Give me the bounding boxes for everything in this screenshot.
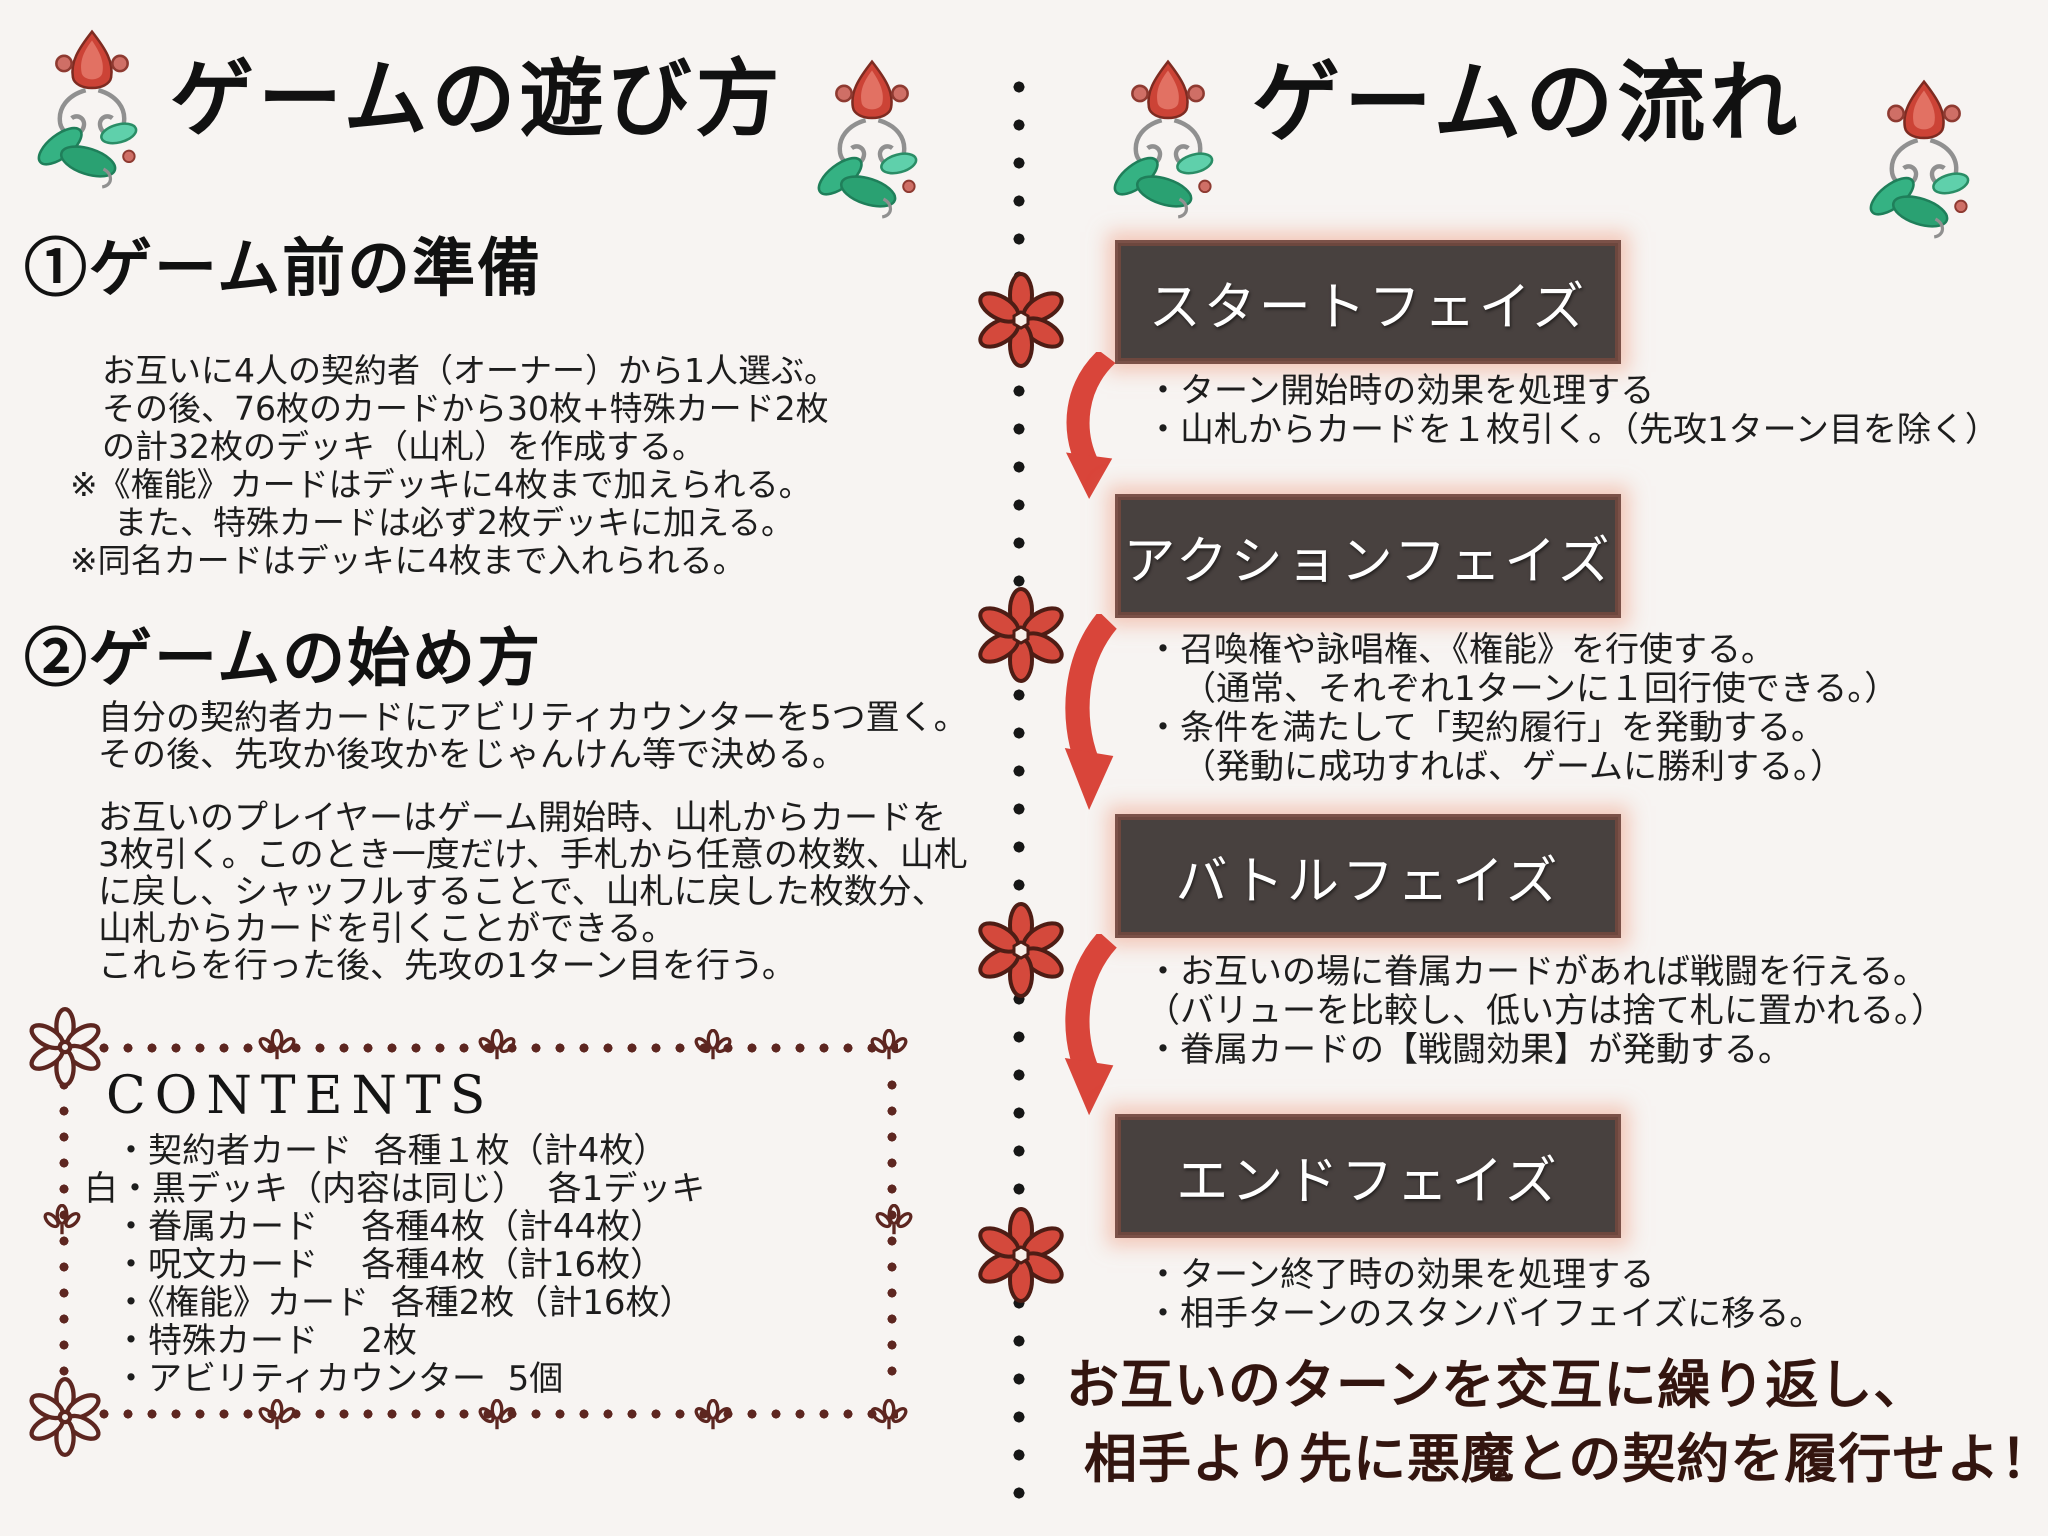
start-line: に戻し、シャッフルすることで、山札に戻した枚数分、 (98, 872, 946, 912)
prep-note-line: ※同名カードはデッキに4枚まで入れられる。 (70, 541, 746, 580)
contents-border-right (886, 1072, 898, 1390)
footer-call: お互いのターンを交互に繰り返し、 相手より先に悪魔との契約を履行せよ！ (1066, 1348, 2048, 1496)
phase-bullet: ・山札からカードを１枚引く。（先攻1ターン目を除く） (1146, 410, 1999, 450)
footer-line: お互いのターンを交互に繰り返し、 (1066, 1354, 1928, 1416)
phase-box-end: エンドフェイズ (1118, 1117, 1618, 1235)
arrow-down-icon (1064, 934, 1118, 1116)
phase-box-battle: バトルフェイズ (1118, 817, 1618, 935)
section-start-heading: ②ゲームの始め方 (24, 621, 543, 695)
sprig-icon (258, 1029, 296, 1063)
sprig-icon (258, 1399, 296, 1433)
phase-bullet: （通常、それぞれ1ターンに１回行使できる。） (1182, 669, 1899, 709)
sprig-icon (478, 1029, 516, 1063)
contents-border-left (58, 1072, 70, 1390)
contents-item: ・眷属カード 各種4枚（計44枚） (114, 1207, 665, 1247)
floral-ornament-icon (1098, 52, 1238, 224)
red-flower-icon (971, 1205, 1071, 1305)
prep-paragraph: お互いに4人の契約者（オーナー）から1人選ぶ。 その後、76枚のカードから30枚… (70, 352, 837, 580)
sprig-icon (870, 1029, 908, 1063)
floral-ornament-icon (1854, 72, 1994, 244)
left-page-title: ゲームの遊び方 (170, 49, 784, 148)
contents-item: ・呪文カード 各種4枚（計16枚） (114, 1245, 665, 1285)
sprig-icon (694, 1399, 732, 1433)
dotted-divider (1012, 68, 1026, 1518)
phase-bullet: （バリューを比較し、低い方は捨て札に置かれる。） (1146, 991, 1945, 1031)
contents-title: CONTENTS (106, 1066, 495, 1126)
phase-bullet: ・ターン終了時の効果を処理する (1146, 1255, 1655, 1295)
phase-bullet: ・召喚権や詠唱権、《権能》を行使する。 (1146, 630, 1775, 670)
sprig-icon (694, 1029, 732, 1063)
contents-item: ・契約者カード 各種１枚（計4枚） (114, 1131, 668, 1171)
start-line: その後、先攻か後攻かをじゃんけん等で決める。 (98, 735, 846, 775)
arrow-down-icon (1064, 614, 1118, 810)
phase-bullet: ・お互いの場に眷属カードがあれば戦闘を行える。 (1146, 952, 1927, 992)
contents-item: ・特殊カード 2枚 (114, 1321, 417, 1361)
contents-box: CONTENTS ・契約者カード 各種１枚（計4枚） 白・黒デッキ（内容は同じ）… (58, 1042, 898, 1420)
prep-line: の計32枚のデッキ（山札）を作成する。 (102, 427, 705, 466)
prep-line: お互いに4人の契約者（オーナー）から1人選ぶ。 (102, 351, 837, 390)
phase-name: バトルフェイズ (1175, 851, 1561, 912)
start-line: 山札からカードを引くことができる。 (98, 909, 676, 949)
prep-note-line: また、特殊カードは必ず2枚デッキに加える。 (114, 503, 795, 542)
phase-bullet: （発動に成功すれば、ゲームに勝利する。） (1182, 747, 1844, 787)
phase-bullet: ・相手ターンのスタンバイフェイズに移る。 (1146, 1294, 1824, 1334)
start-line: 自分の契約者カードにアビリティカウンターを5つ置く。 (98, 698, 968, 738)
contents-item: 白・黒デッキ（内容は同じ） 各1デッキ (84, 1169, 706, 1209)
footer-line: 相手より先に悪魔との契約を履行せよ！ (1084, 1428, 2048, 1490)
phase-name: アクションフェイズ (1123, 531, 1613, 592)
phase-battle-bullets: ・お互いの場に眷属カードがあれば戦闘を行える。 （バリューを比較し、低い方は捨て… (1146, 953, 1945, 1070)
phase-name: スタートフェイズ (1148, 277, 1588, 338)
sprig-icon (478, 1399, 516, 1433)
phase-end-bullets: ・ターン終了時の効果を処理する ・相手ターンのスタンバイフェイズに移る。 (1146, 1256, 1823, 1334)
contents-list: ・契約者カード 各種１枚（計4枚） 白・黒デッキ（内容は同じ） 各1デッキ ・眷… (84, 1132, 705, 1398)
corner-flower-icon (22, 1004, 108, 1090)
phase-bullet: ・眷属カードの【戦闘効果】が発動する。 (1146, 1030, 1792, 1070)
section-prep-heading: ①ゲーム前の準備 (24, 231, 543, 305)
phase-bullet: ・条件を満たして「契約履行」を発動する。 (1146, 708, 1825, 748)
floral-ornament-icon (802, 52, 942, 224)
start-line: これらを行った後、先攻の1ターン目を行う。 (98, 946, 796, 986)
sprig-icon (870, 1399, 908, 1433)
start-paragraph-1: 自分の契約者カードにアビリティカウンターを5つ置く。 その後、先攻か後攻かをじゃ… (98, 700, 968, 774)
prep-line: その後、76枚のカードから30枚+特殊カード2枚 (102, 389, 829, 428)
phase-start-bullets: ・ターン開始時の効果を処理する ・山札からカードを１枚引く。（先攻1ターン目を除… (1146, 372, 1999, 450)
phase-box-action: アクションフェイズ (1118, 497, 1618, 615)
contents-item: ・アビリティカウンター 5個 (114, 1359, 564, 1399)
sprig-icon (875, 1204, 913, 1238)
phase-action-bullets: ・召喚権や詠唱権、《権能》を行使する。 （通常、それぞれ1ターンに１回行使できる… (1146, 631, 1898, 787)
right-page-title: ゲームの流れ (1252, 50, 1802, 154)
start-line: 3枚引く。このとき一度だけ、手札から任意の枚数、山札 (98, 835, 968, 875)
prep-note-line: ※《権能》カードはデッキに4枚まで加えられる。 (70, 465, 812, 504)
floral-ornament-icon (22, 22, 162, 194)
contents-item: ・《権能》カード 各種2枚（計16枚） (114, 1283, 694, 1323)
phase-box-start: スタートフェイズ (1118, 243, 1618, 361)
start-paragraph-2: お互いのプレイヤーはゲーム開始時、山札からカードを 3枚引く。このとき一度だけ、… (98, 800, 968, 985)
arrow-down-icon (1066, 352, 1116, 499)
start-line: お互いのプレイヤーはゲーム開始時、山札からカードを (98, 798, 946, 838)
phase-bullet: ・ターン開始時の効果を処理する (1146, 371, 1655, 411)
phase-name: エンドフェイズ (1176, 1151, 1560, 1212)
sprig-icon (43, 1204, 81, 1238)
